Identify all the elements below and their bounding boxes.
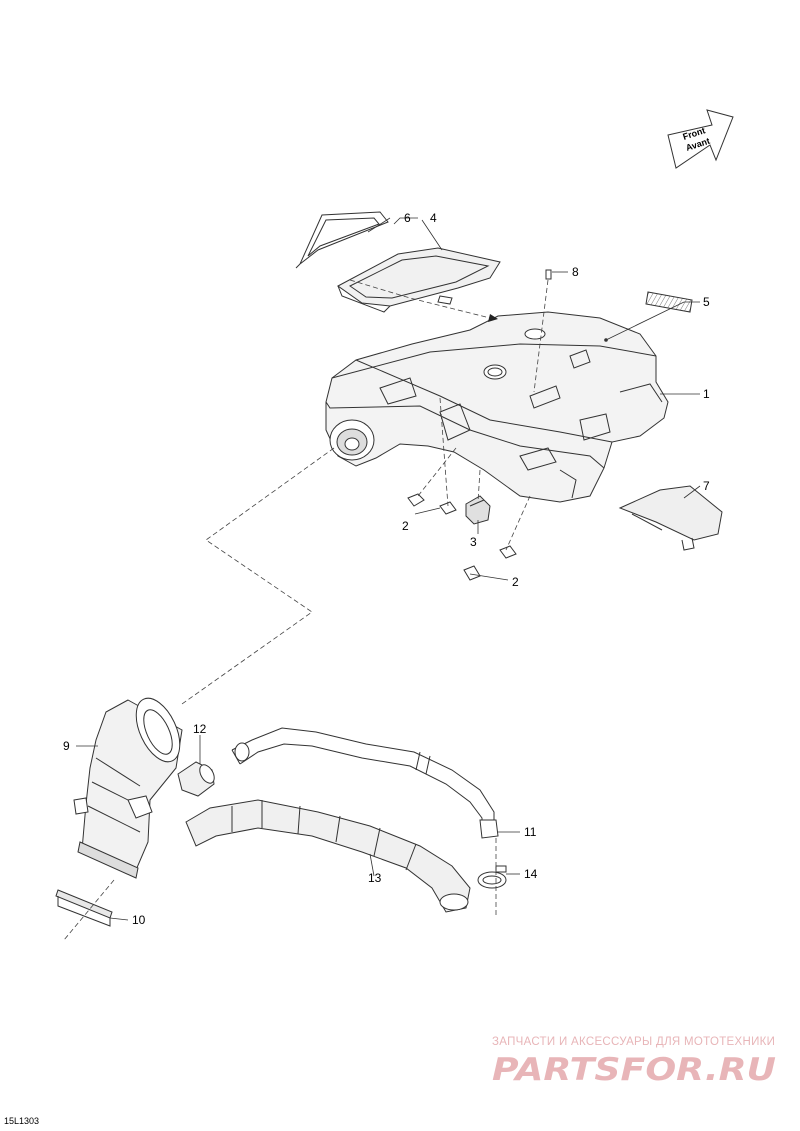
part-7-heat-shield bbox=[618, 485, 723, 551]
callout-7: 7 bbox=[703, 479, 710, 493]
part-10-clamp bbox=[55, 889, 113, 927]
watermark-logo-text: PARTSFOR.RU bbox=[492, 1052, 776, 1086]
callout-leaders bbox=[76, 217, 701, 921]
callout-5: 5 bbox=[703, 295, 710, 309]
part-4-filter-frame bbox=[337, 247, 501, 313]
part-6-seal bbox=[295, 211, 389, 269]
reference-code: 15L1303 bbox=[4, 1116, 40, 1126]
part-3-grommet bbox=[465, 495, 491, 525]
part-2-clips-lower bbox=[463, 545, 517, 581]
part-11-breather-hose bbox=[231, 727, 499, 839]
watermark-logo: PARTSFOR.RU bbox=[492, 1052, 776, 1086]
assembly-lines bbox=[63, 279, 549, 941]
callout-14: 14 bbox=[524, 867, 538, 881]
callout-6: 6 bbox=[404, 211, 411, 225]
part-13-intake-hose bbox=[185, 799, 471, 913]
callout-9: 9 bbox=[63, 739, 70, 753]
part-14-hose-clamp bbox=[477, 865, 507, 889]
part-8-pin bbox=[545, 269, 552, 280]
callout-dot bbox=[604, 338, 608, 342]
callout-4: 4 bbox=[430, 211, 437, 225]
part-9-intake-adaptor bbox=[73, 697, 183, 879]
callout-3: 3 bbox=[470, 535, 477, 549]
assembly-arrow bbox=[488, 314, 498, 322]
callout-8: 8 bbox=[572, 265, 579, 279]
watermark-tagline: ЗАПЧАСТИ И АКСЕССУАРЫ ДЛЯ МОТОТЕХНИКИ bbox=[492, 1036, 776, 1048]
callout-13: 13 bbox=[368, 871, 382, 885]
callout-numbers: 1 2 2 3 4 5 6 7 8 9 10 11 12 13 14 bbox=[63, 211, 710, 927]
callout-10: 10 bbox=[132, 913, 146, 927]
part-12-connector bbox=[177, 761, 215, 797]
front-direction-arrow: Front Avant bbox=[667, 109, 734, 169]
part-1-airbox bbox=[325, 311, 669, 503]
callout-2-lower: 2 bbox=[512, 575, 519, 589]
callout-12: 12 bbox=[193, 722, 207, 736]
callout-1: 1 bbox=[703, 387, 710, 401]
part-5-filter-element bbox=[645, 291, 693, 313]
callout-11: 11 bbox=[524, 825, 537, 839]
callout-2-upper: 2 bbox=[402, 519, 409, 533]
part-2-clips-upper bbox=[407, 493, 457, 515]
